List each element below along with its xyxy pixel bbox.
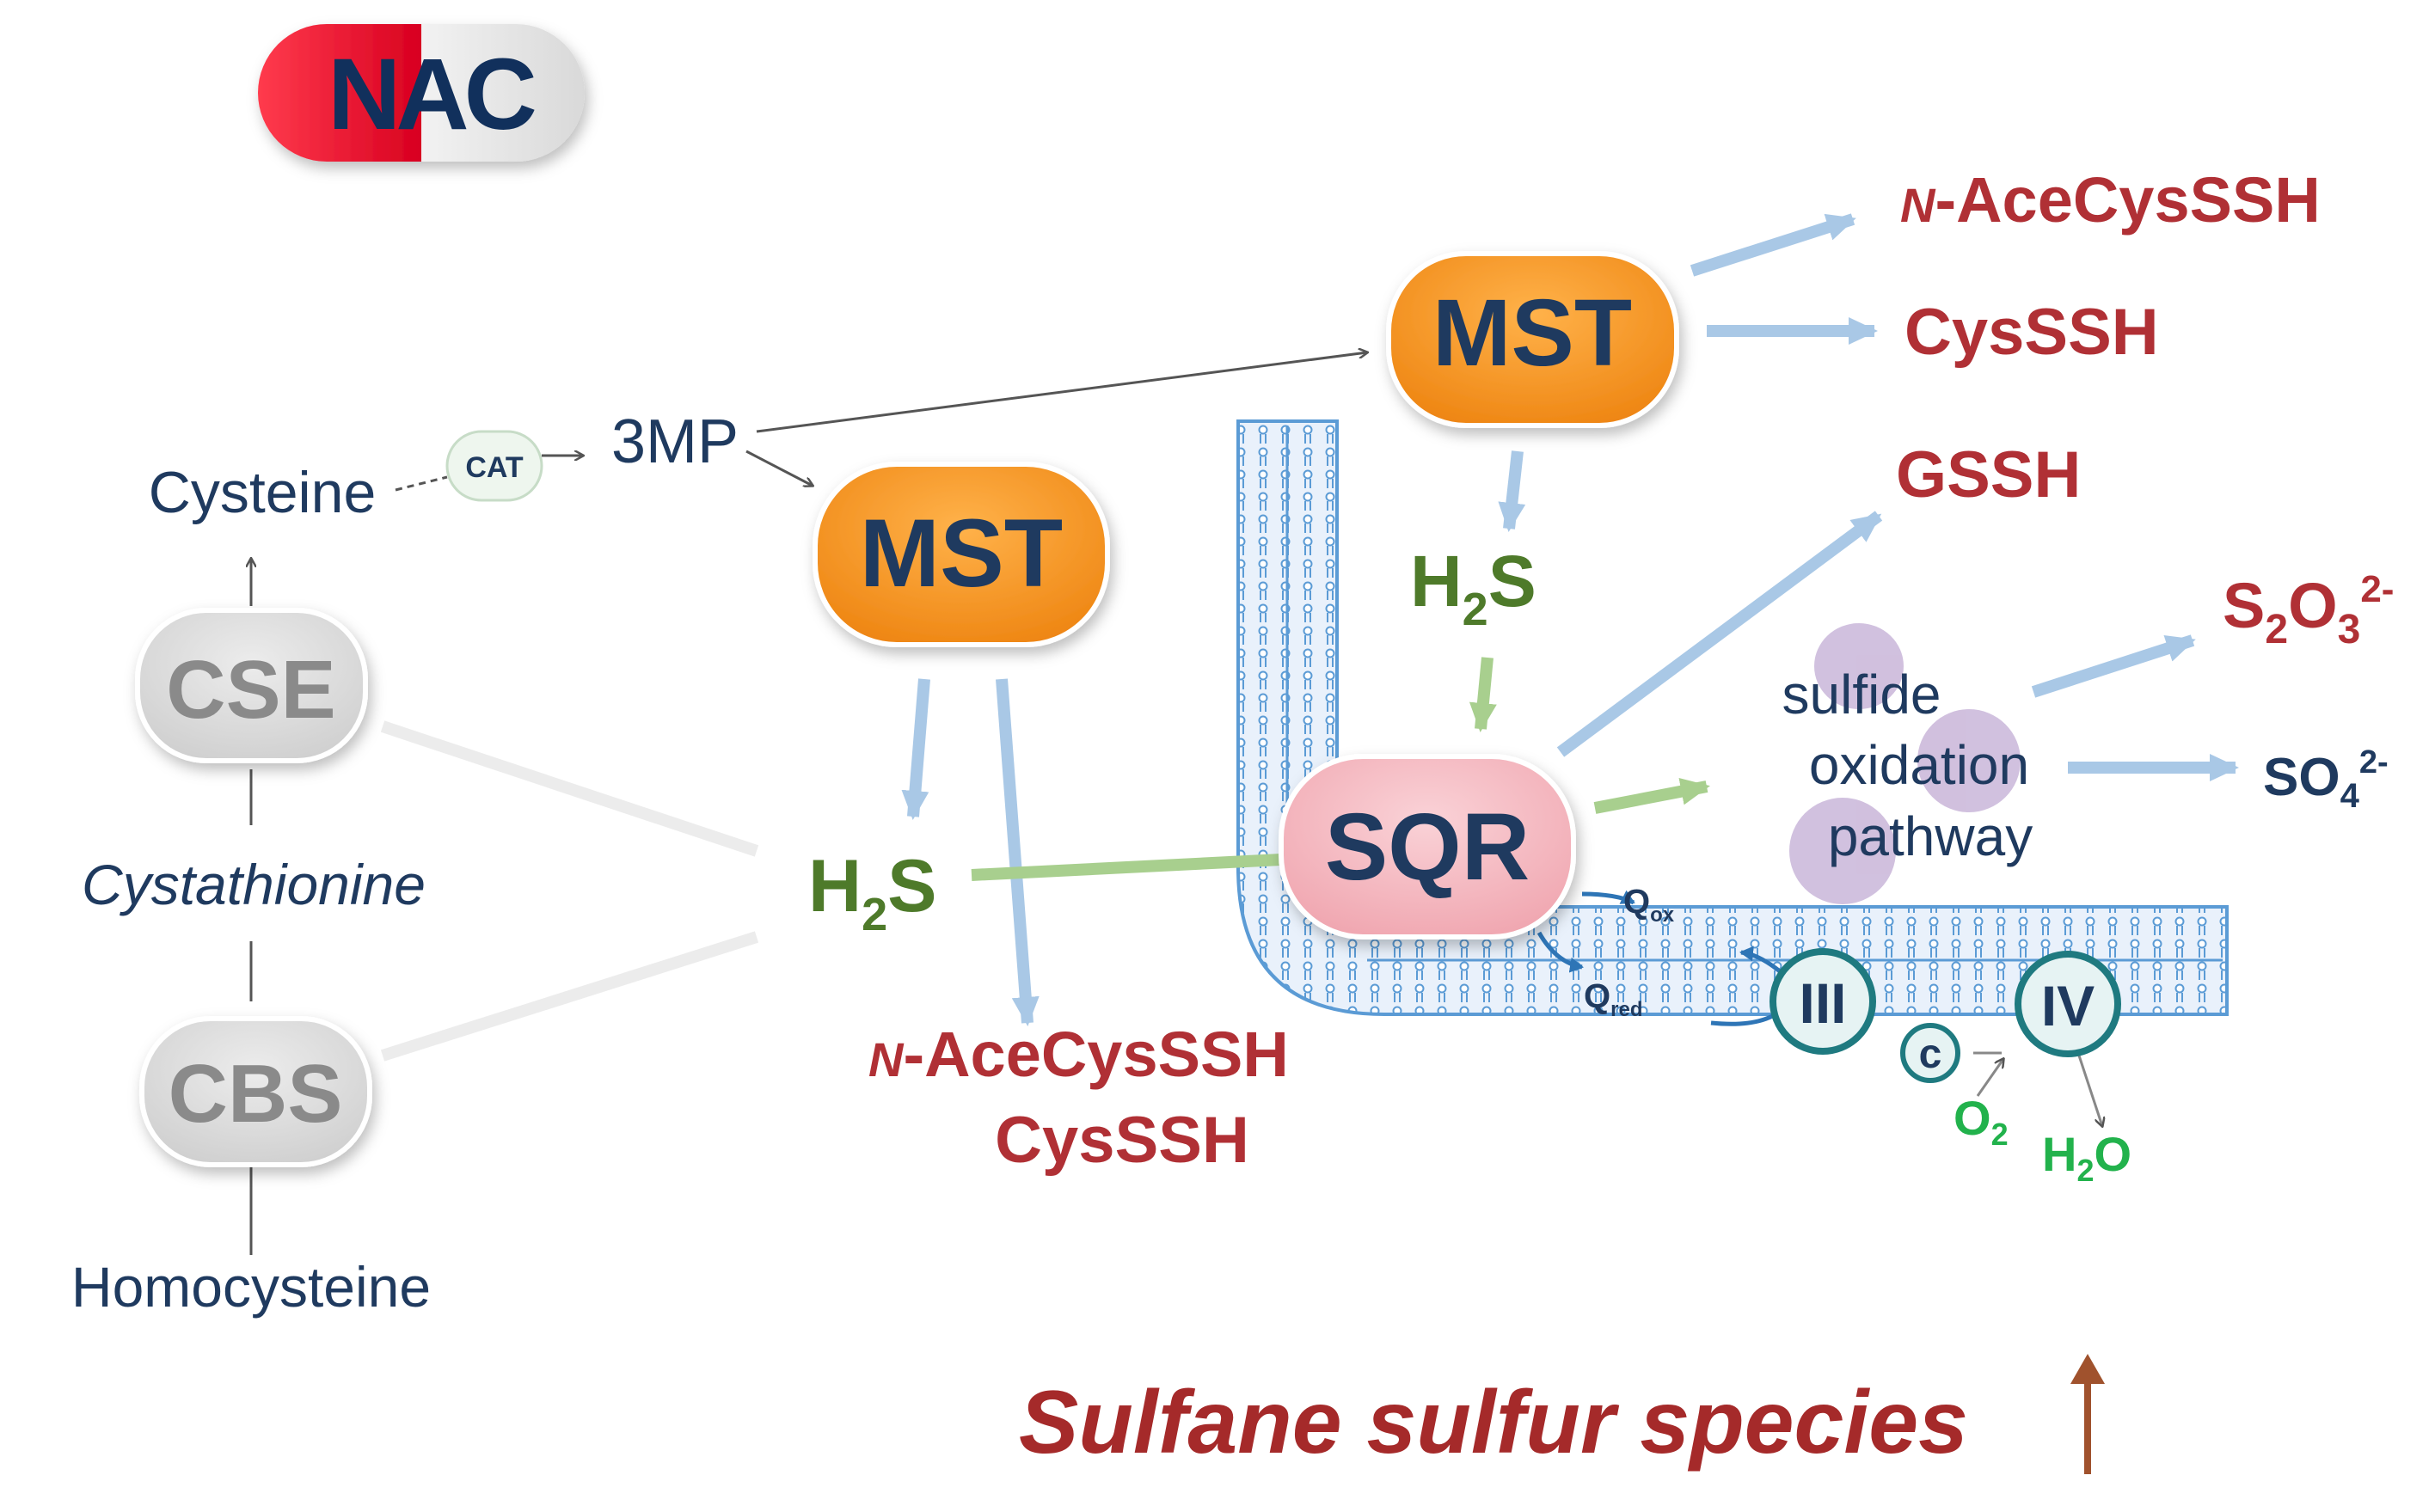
three-mp-label: 3MP [611, 407, 739, 476]
sulfide-pathway-line2: oxidation [1809, 734, 2029, 796]
cysteine-label: Cysteine [149, 460, 377, 525]
sqr-label: SQR [1325, 794, 1530, 900]
o2-label: O2 [1954, 1091, 2009, 1152]
cbs-label: CBS [169, 1048, 343, 1140]
thin-arrows [251, 352, 1367, 1255]
cse-enzyme: CSE [135, 608, 368, 763]
cytochrome-c: c [1900, 1023, 1960, 1083]
mst-mid-label: MST [860, 499, 1063, 607]
mst-mid-enzyme: MST [813, 462, 1110, 647]
sulfide-pathway-line3: pathway [1828, 805, 2033, 867]
homocysteine-label: Homocysteine [71, 1255, 431, 1319]
sulfide-pathway-line1: sulfide [1782, 664, 1941, 725]
complex-iv-label: IV [2041, 974, 2095, 1038]
mst-top-enzyme: MST [1386, 251, 1679, 428]
left-product-acecys: N-AceCysSSH [868, 1019, 1289, 1090]
green-arrows [971, 657, 1710, 881]
top-product-cysssh: CysSSH [1904, 296, 2159, 369]
footer-label: Sulfane sulfur species [1019, 1373, 1968, 1472]
sulfate-label: SO42- [2263, 744, 2389, 815]
cystathionine-label: Cystathionine [82, 853, 426, 916]
left-product-cysssh: CysSSH [995, 1104, 1249, 1177]
gssh-label: GSSH [1896, 438, 2081, 511]
q-ox-label: Qox [1623, 883, 1675, 927]
thiosulfate-label: S2O32- [2223, 568, 2394, 652]
cbs-enzyme: CBS [139, 1016, 372, 1167]
etc-grey-arrows [1973, 1051, 2102, 1126]
cat-label: CAT [465, 451, 524, 484]
complex-iv: IV [2015, 951, 2121, 1057]
up-arrow-icon [2070, 1354, 2105, 1474]
cse-label: CSE [166, 644, 335, 736]
etc-arrows [1536, 890, 1782, 1026]
grey-arrows [380, 720, 759, 1062]
cat-enzyme: CAT [445, 430, 543, 502]
nac-label: NAC [328, 38, 534, 151]
mst-top-label: MST [1432, 280, 1632, 386]
h2s-left-label: H2S [808, 845, 937, 940]
h2o-label: H2O [2042, 1127, 2131, 1188]
h2s-top-label: H2S [1410, 541, 1536, 635]
blue-arrows [901, 213, 2239, 1026]
cytochrome-c-label: c [1919, 1031, 1942, 1077]
top-product-acecys: N-AceCysSSH [1900, 164, 2321, 236]
q-red-label: Qred [1584, 977, 1642, 1021]
complex-iii: III [1770, 948, 1876, 1055]
complex-iii-label: III [1799, 971, 1846, 1035]
sulfide-oxidation-blobs [1789, 623, 2021, 904]
sqr-enzyme: SQR [1279, 754, 1576, 940]
nac-capsule: NAC [258, 24, 585, 162]
